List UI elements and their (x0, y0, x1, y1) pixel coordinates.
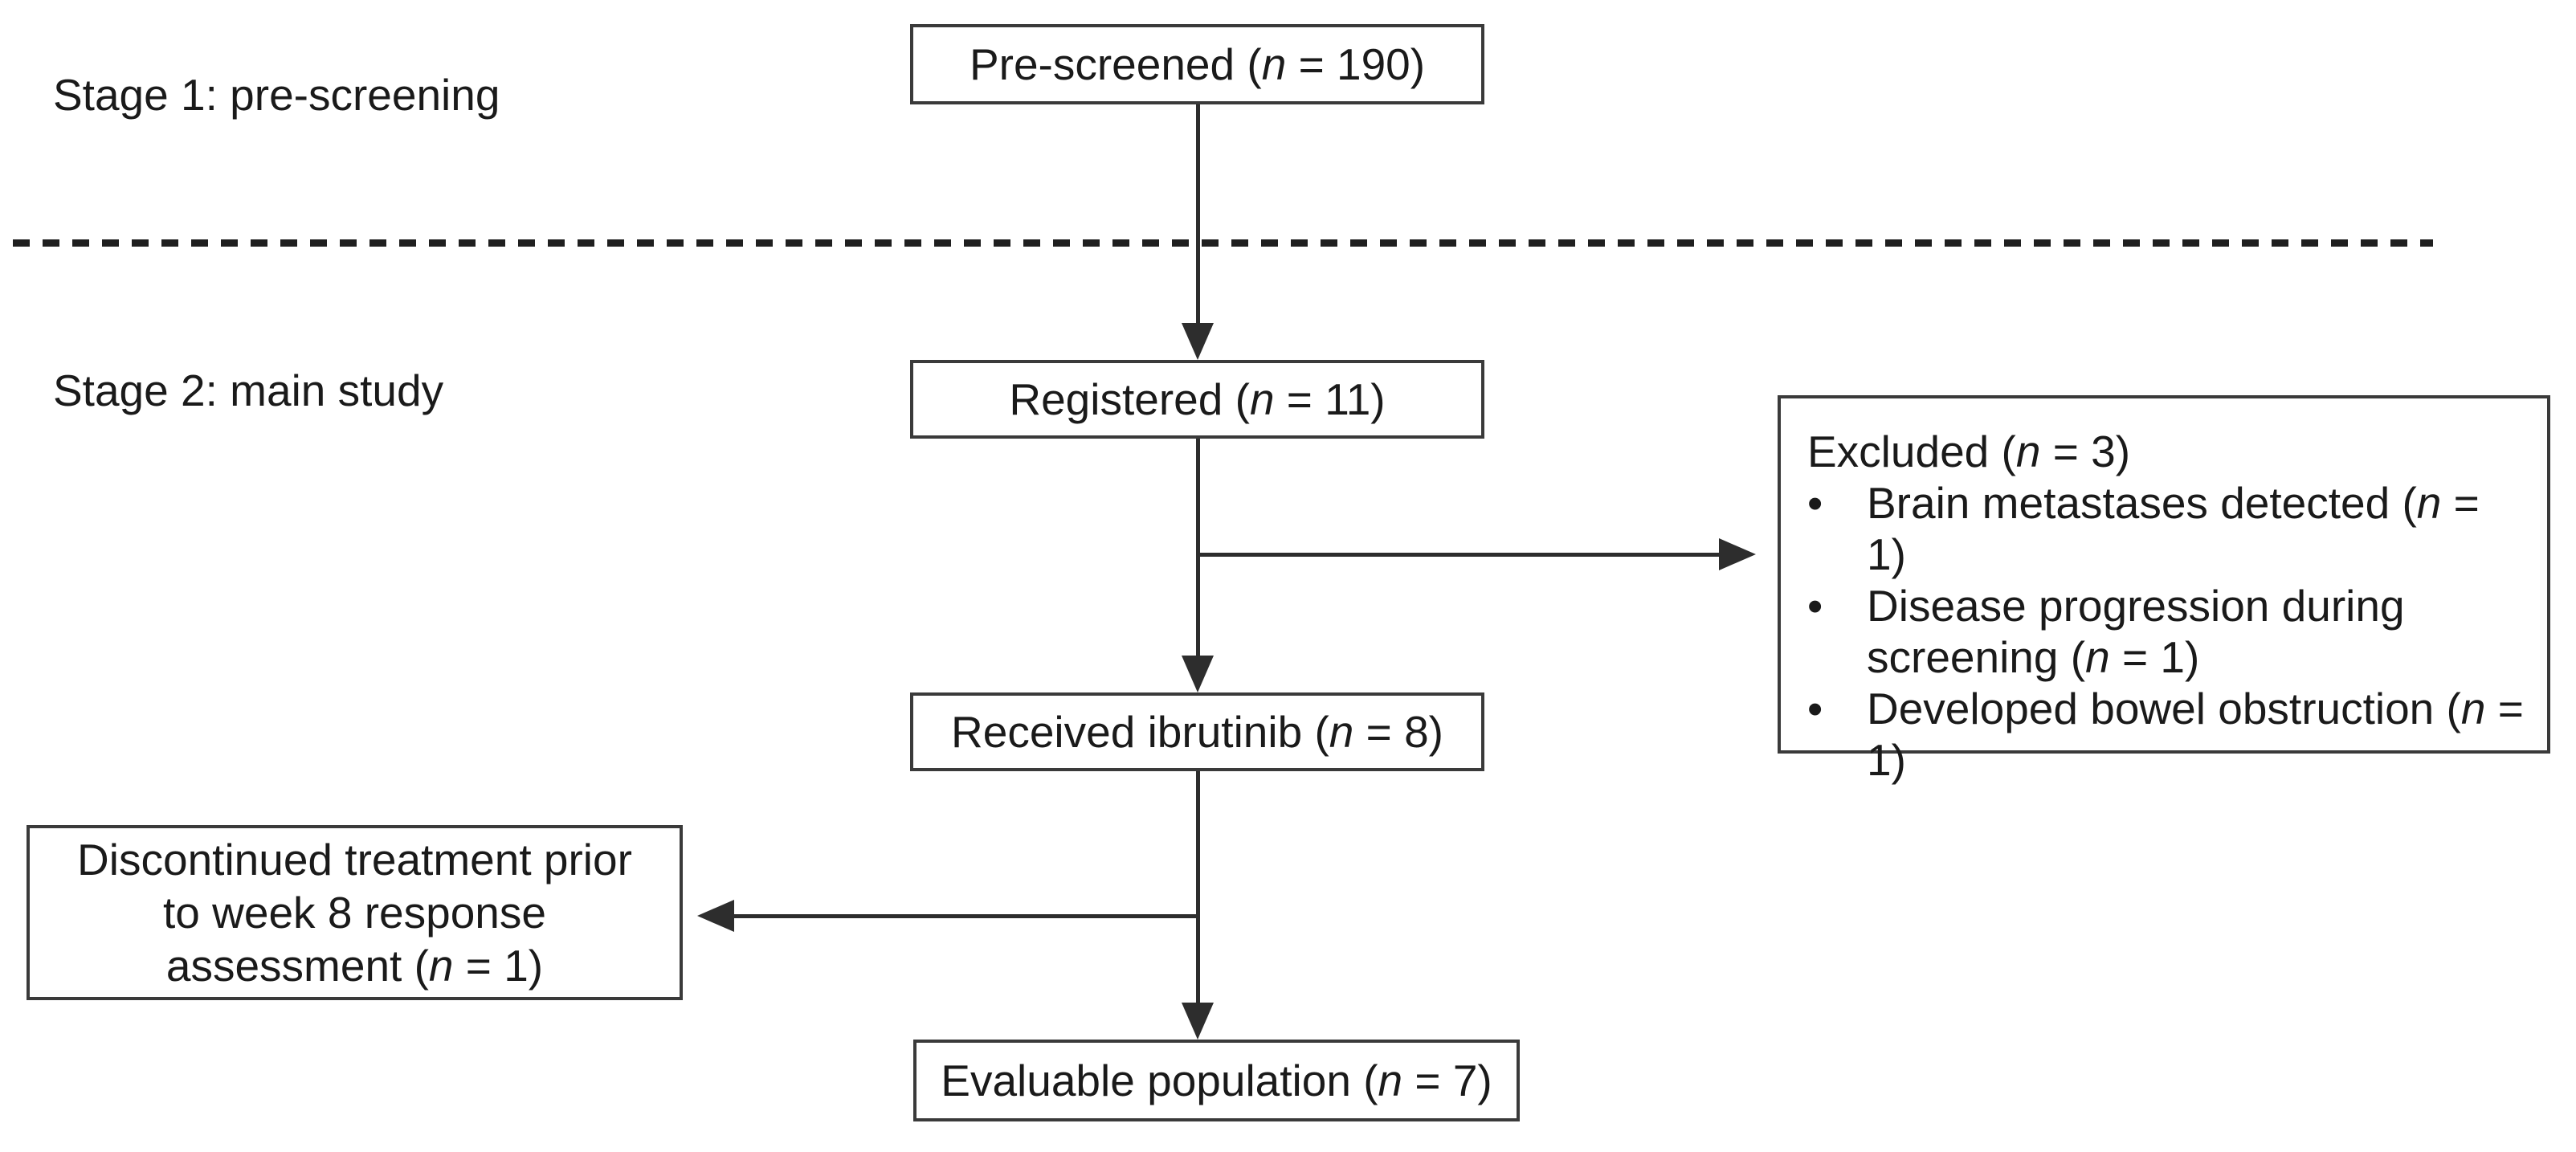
label-segment: = 1) (1867, 478, 2480, 579)
label-segment: Developed bowel obstruction ( (1867, 684, 2461, 733)
n-variable: n (428, 941, 454, 991)
arrowhead-down-icon (1182, 656, 1214, 692)
excluded-reason-text: Developed bowel obstruction (n = 1) (1867, 683, 2526, 786)
label-segment: = 3) (2040, 427, 2131, 476)
discontinued-line: Discontinued treatment prior (77, 835, 632, 884)
node-excluded: Excluded (n = 3) • Brain metastases dete… (1778, 395, 2550, 785)
n-variable: n (2416, 478, 2442, 528)
node-discontinued: Discontinued treatment prior to week 8 r… (27, 825, 683, 1000)
node-pre-screened: Pre-screened (n = 190) (910, 24, 1484, 104)
excluded-reason-text: Disease progression during screening (n … (1867, 580, 2526, 683)
stage-2-label: Stage 2: main study (53, 366, 444, 415)
label-segment: = 8) (1353, 707, 1443, 757)
arrowhead-left-icon (697, 900, 734, 932)
excluded-reason-item: • Developed bowel obstruction (n = 1) (1807, 683, 2526, 786)
node-evaluable-label: Evaluable population (n = 7) (941, 1055, 1492, 1106)
n-variable: n (1378, 1056, 1403, 1105)
excluded-title: Excluded (n = 3) (1781, 398, 2547, 477)
stage-1-label: Stage 1: pre-screening (53, 70, 500, 120)
connector-branch-discontinued (734, 914, 1200, 918)
excluded-reason-item: • Disease progression during screening (… (1807, 580, 2526, 683)
arrowhead-right-icon (1719, 538, 1756, 570)
label-segment: Pre-screened ( (969, 39, 1262, 89)
label-segment: Brain metastases detected ( (1867, 478, 2417, 528)
stage-divider-dashed-line (13, 239, 2433, 247)
excluded-reason-text: Brain metastases detected (n = 1) (1867, 477, 2526, 580)
arrowhead-down-icon (1182, 323, 1214, 360)
discontinued-line: to week 8 response (163, 888, 546, 938)
excluded-reasons-list: • Brain metastases detected (n = 1) • Di… (1781, 477, 2547, 786)
n-variable: n (1249, 374, 1275, 424)
label-segment: Received ibrutinib ( (951, 707, 1329, 757)
label-segment: Registered ( (1009, 374, 1250, 424)
connector-branch-excluded (1196, 553, 1719, 557)
arrowhead-down-icon (1182, 1003, 1214, 1040)
label-segment: = 1) (1867, 684, 2524, 785)
label-segment: Evaluable population ( (941, 1056, 1378, 1105)
n-variable: n (2460, 684, 2486, 733)
node-pre-screened-label: Pre-screened (n = 190) (970, 39, 1425, 90)
label-segment: = 190) (1286, 39, 1426, 89)
node-registered: Registered (n = 11) (910, 360, 1484, 439)
label-segment: Excluded ( (1807, 427, 2016, 476)
n-variable: n (2015, 427, 2041, 476)
node-received-ibrutinib: Received ibrutinib (n = 8) (910, 692, 1484, 771)
connector-prescreened-registered (1196, 104, 1200, 326)
node-received-label: Received ibrutinib (n = 8) (951, 706, 1443, 758)
label-segment: = 7) (1402, 1056, 1492, 1105)
n-variable: n (2085, 632, 2110, 682)
label-segment: = 1) (453, 941, 544, 991)
bullet-icon: • (1807, 684, 1823, 733)
label-segment: Disease progression during screening ( (1867, 581, 2405, 682)
bullet-icon: • (1807, 581, 1823, 631)
bullet-icon: • (1807, 478, 1823, 528)
connector-registered-received (1196, 439, 1200, 657)
node-evaluable-population: Evaluable population (n = 7) (913, 1040, 1520, 1121)
label-segment: = 11) (1274, 374, 1386, 424)
excluded-reason-item: • Brain metastases detected (n = 1) (1807, 477, 2526, 580)
label-segment: assessment ( (165, 941, 429, 991)
n-variable: n (1261, 39, 1287, 89)
node-registered-label: Registered (n = 11) (1009, 374, 1385, 425)
discontinued-line: assessment (n = 1) (166, 939, 543, 992)
connector-received-evaluable (1196, 771, 1200, 1004)
n-variable: n (1329, 707, 1354, 757)
label-segment: = 1) (2109, 632, 2200, 682)
